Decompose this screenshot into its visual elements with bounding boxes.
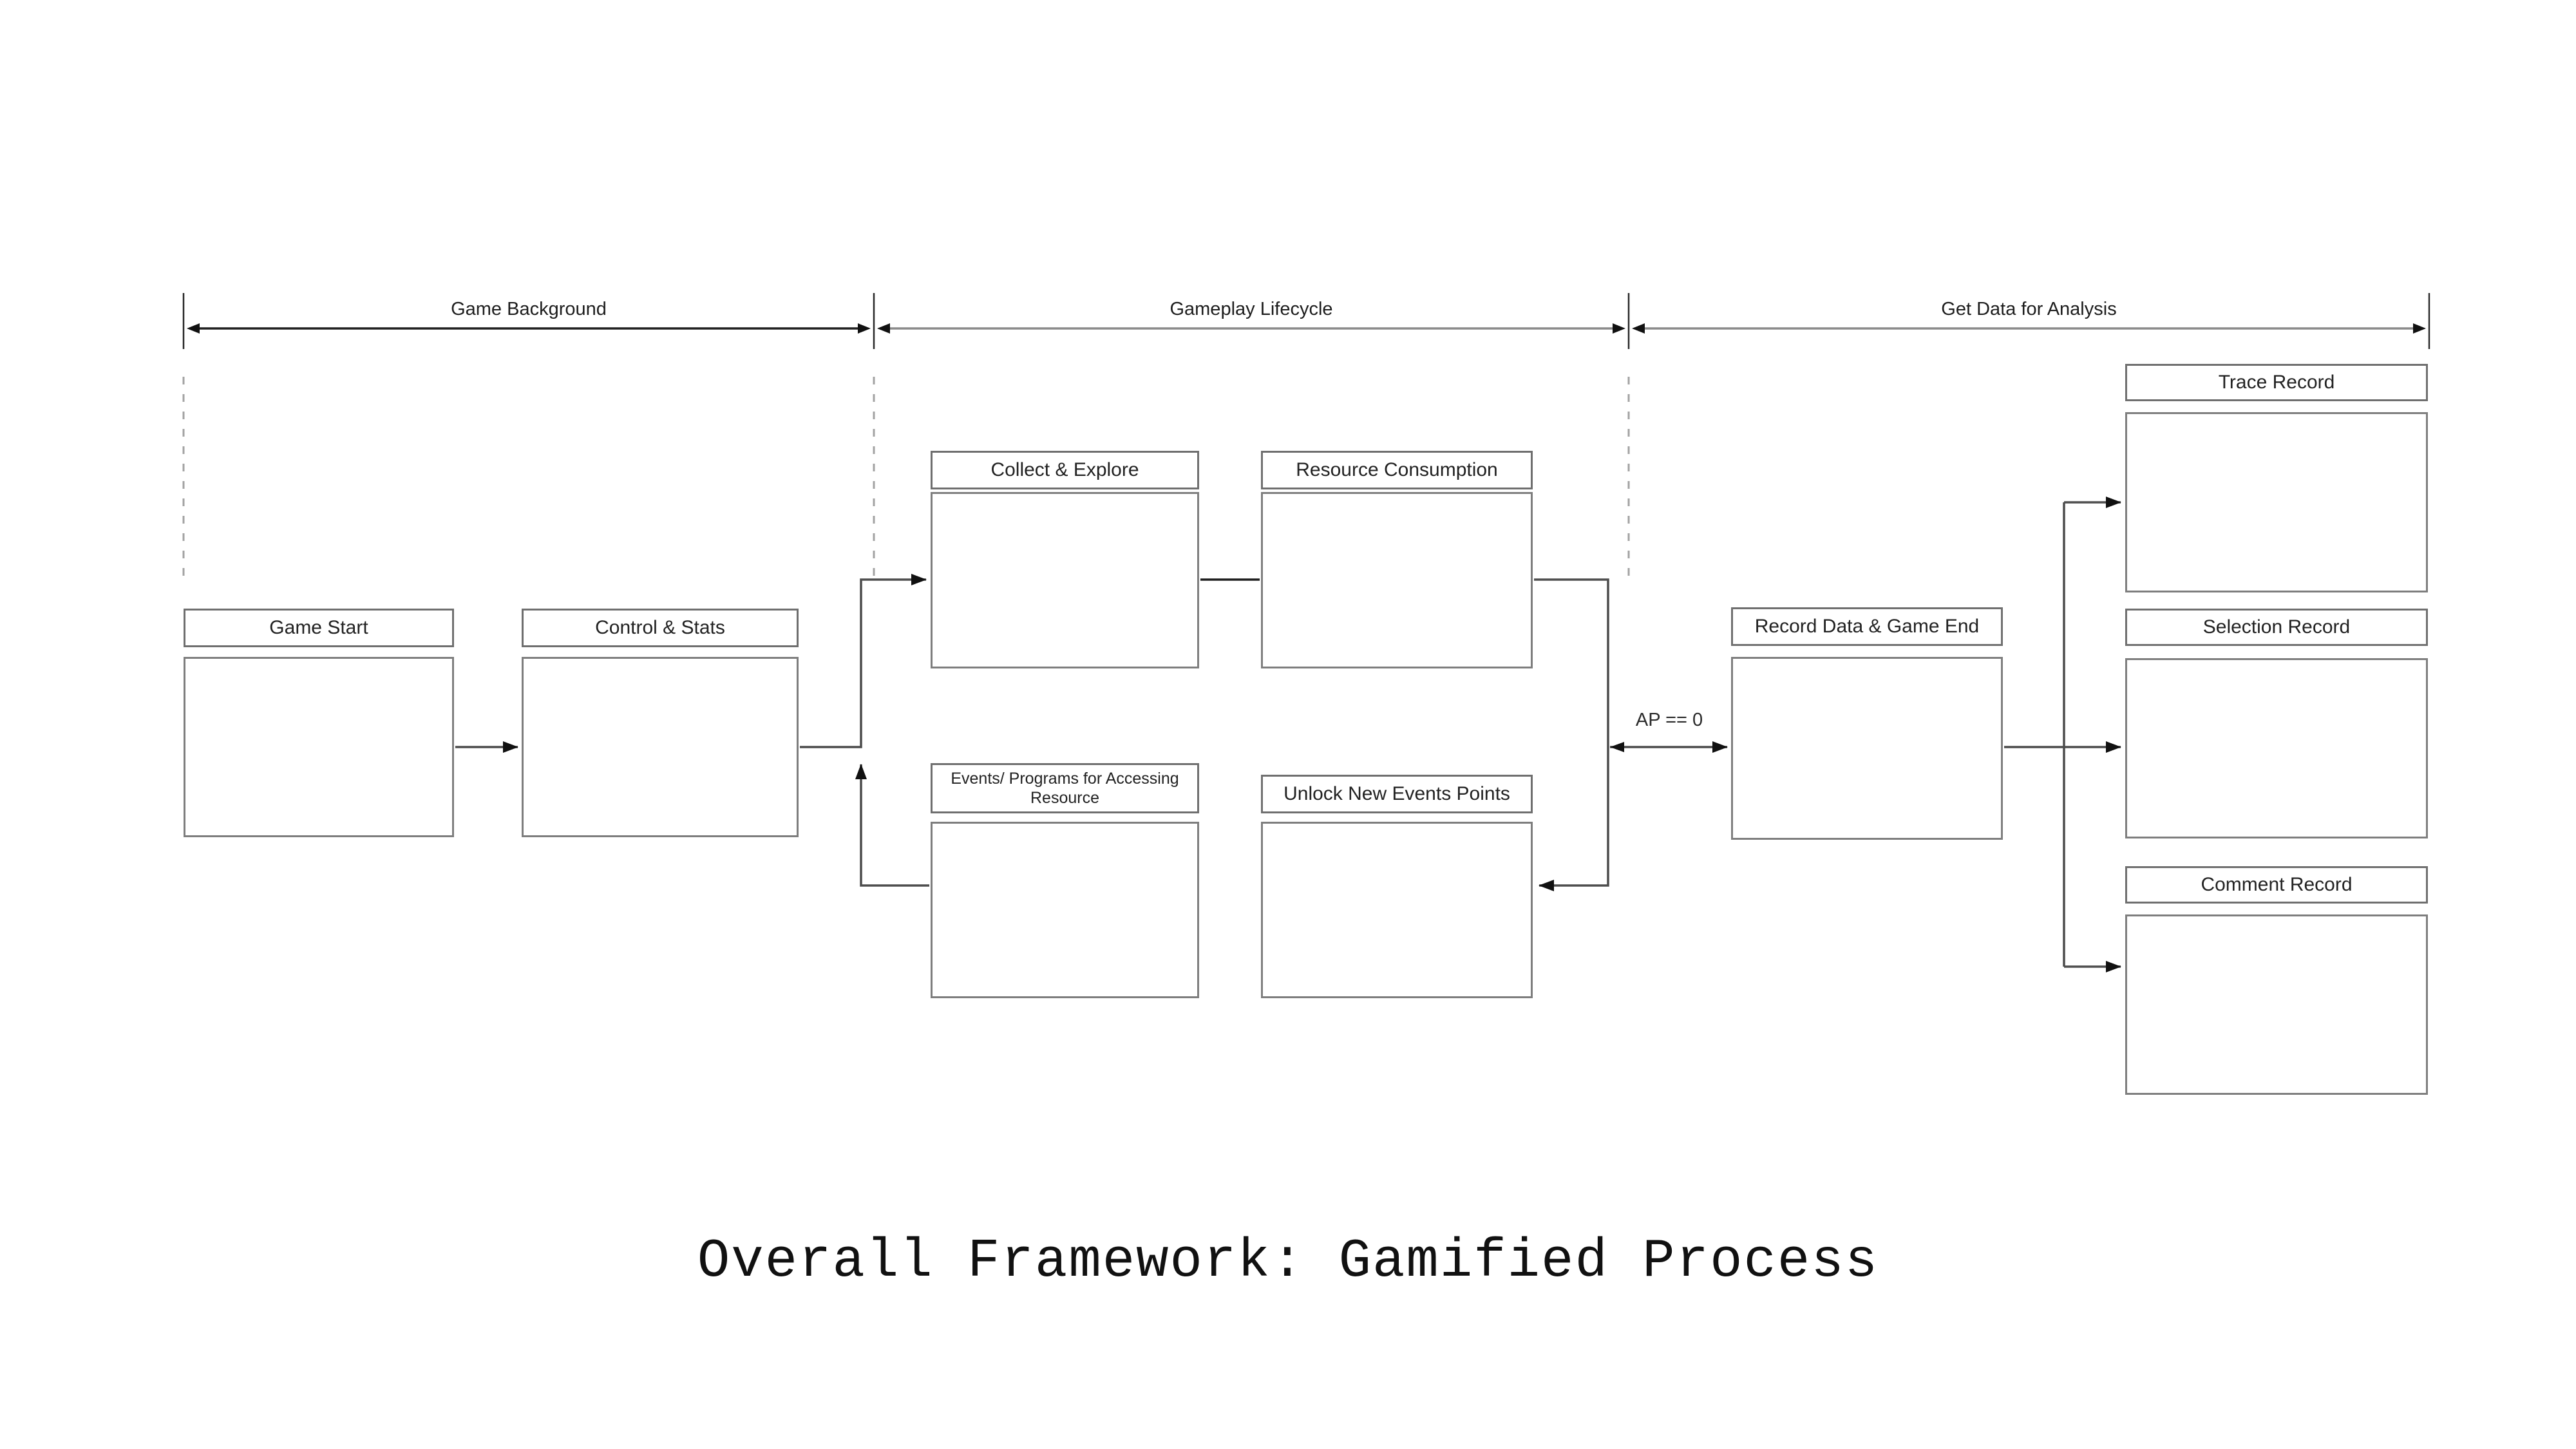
section-label-get-data: Get Data for Analysis bbox=[1941, 299, 2117, 319]
node-collect-explore-body bbox=[931, 492, 1199, 668]
section-label-game-background: Game Background bbox=[451, 299, 607, 319]
node-control-stats-label: Control & Stats bbox=[522, 609, 799, 647]
edge-events-junction bbox=[855, 764, 929, 887]
node-resource-consumption-body bbox=[1261, 492, 1533, 668]
ap-back-arrowhead bbox=[1610, 742, 1624, 752]
edge-resource-unlock bbox=[1534, 578, 1609, 891]
ap-condition-label: AP == 0 bbox=[1635, 710, 1703, 730]
flow-connectors bbox=[455, 497, 2121, 972]
node-record-data-body bbox=[1731, 657, 2003, 840]
node-events-programs-label: Events/ Programs for Accessing Resource bbox=[931, 763, 1199, 813]
node-selection-record-label: Selection Record bbox=[2125, 609, 2428, 646]
section-ticks bbox=[182, 293, 2430, 349]
node-game-start-label: Game Start bbox=[184, 609, 454, 647]
node-selection-record-body bbox=[2125, 658, 2428, 838]
node-comment-record-body bbox=[2125, 914, 2428, 1095]
node-trace-record-label: Trace Record bbox=[2125, 364, 2428, 401]
node-comment-record-label: Comment Record bbox=[2125, 866, 2428, 904]
node-unlock-new-events-label: Unlock New Events Points bbox=[1261, 775, 1533, 813]
section-label-gameplay-lifecycle: Gameplay Lifecycle bbox=[1170, 299, 1333, 319]
node-record-data-label: Record Data & Game End bbox=[1731, 607, 2003, 646]
node-resource-consumption-label: Resource Consumption bbox=[1261, 451, 1533, 489]
section-span-arrows bbox=[187, 323, 2426, 334]
node-trace-record-body bbox=[2125, 412, 2428, 592]
node-collect-explore-label: Collect & Explore bbox=[931, 451, 1199, 489]
node-game-start-body bbox=[184, 657, 454, 837]
node-unlock-new-events-body bbox=[1261, 822, 1533, 998]
node-events-programs-body bbox=[931, 822, 1199, 998]
diagram-title: Overall Framework: Gamified Process bbox=[697, 1231, 1879, 1293]
node-control-stats-body bbox=[522, 657, 799, 837]
edge-control-collect bbox=[800, 574, 927, 748]
